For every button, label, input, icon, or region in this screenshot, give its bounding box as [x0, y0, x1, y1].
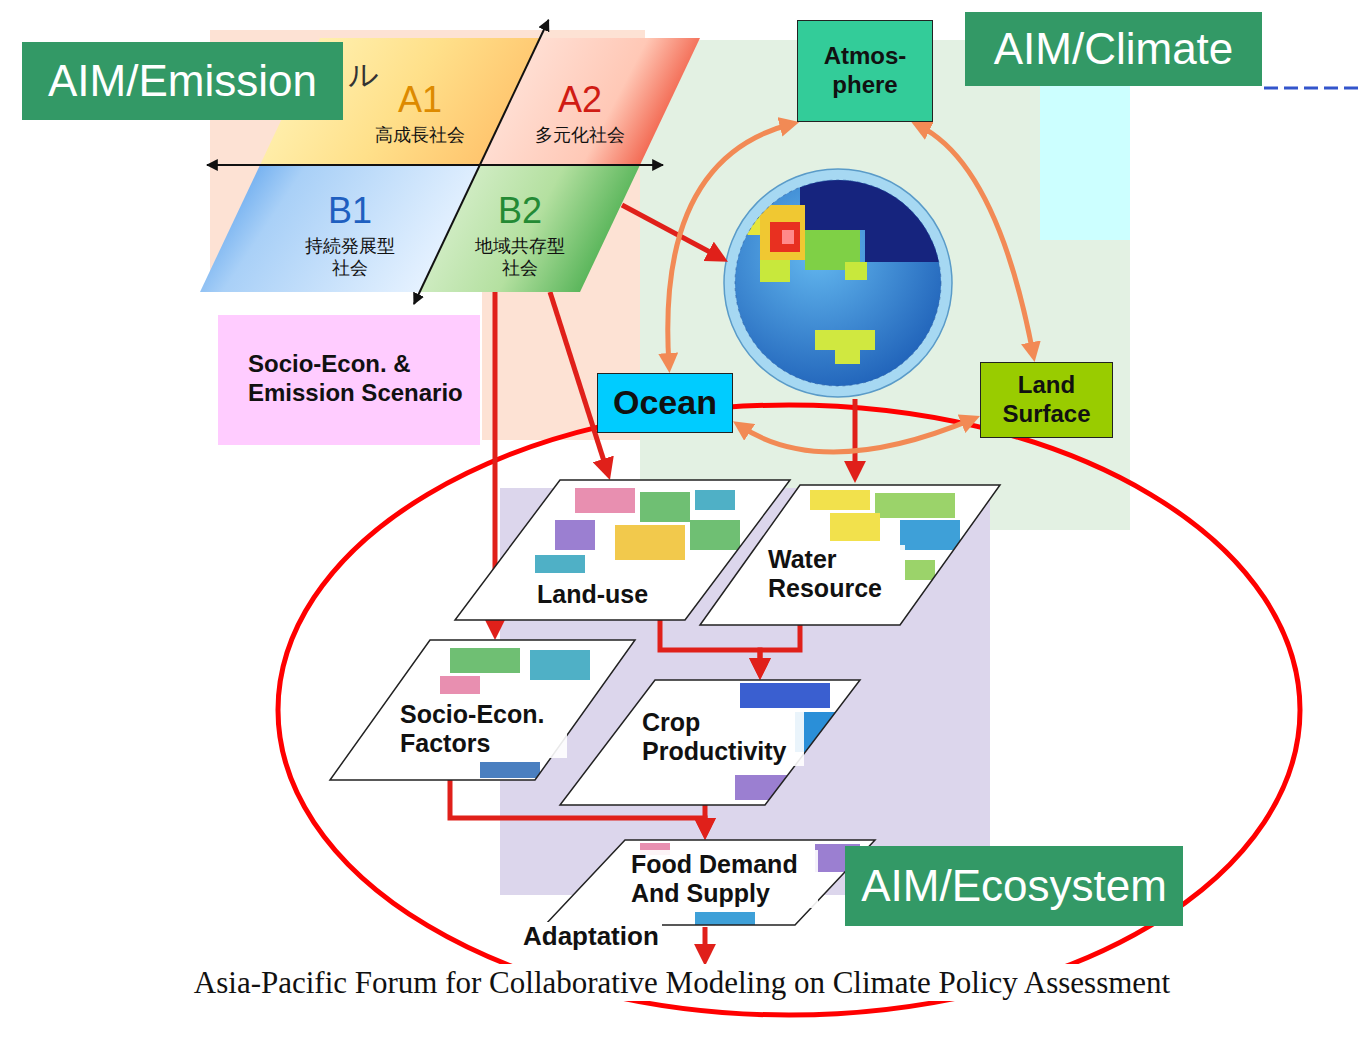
sheet-outline [700, 485, 1000, 625]
globe-cell [815, 330, 875, 350]
globe-cell [782, 230, 794, 244]
globe-cell [835, 350, 860, 364]
globe-land [738, 175, 945, 364]
feedback-arrow [740, 419, 973, 452]
sheet-label: Crop Productivity [640, 708, 804, 766]
scenario-quadrant: B2地域共存型 社会 [420, 165, 640, 292]
climate-to-water-arrow [853, 399, 858, 475]
model-tag: AIM/Emission [22, 42, 343, 120]
map-patch [695, 912, 755, 925]
map-patch [575, 488, 635, 513]
feedback-arrow [919, 126, 1034, 355]
model-tag: AIM/Ecosystem [845, 846, 1183, 926]
dashed-rule [1264, 87, 1364, 90]
flow-arrow [660, 620, 760, 672]
sheet-outline [560, 680, 860, 805]
quadrant-fill [480, 38, 700, 165]
feedback-arrow [668, 124, 792, 365]
map-patch [480, 762, 540, 778]
box-label: Socio-Econ. & Emission Scenario [248, 350, 470, 408]
model-tag: AIM/Climate [965, 12, 1262, 86]
sheet-label: Food Demand And Supply [629, 850, 818, 908]
globe-cell [760, 260, 790, 282]
label-holder: Adaptation [520, 922, 662, 952]
sheet-fill [700, 485, 1000, 625]
map-patch [900, 520, 960, 550]
map-patch [695, 490, 735, 510]
ecosystem-boundary [278, 405, 1300, 1015]
model-name: AIM/Emission [48, 56, 317, 107]
globe-cell [800, 175, 945, 230]
label-holder: ル [348, 58, 379, 93]
map-patch [875, 493, 955, 518]
scenario-name: 持続発展型 社会 [300, 235, 400, 280]
model-name: AIM/Ecosystem [861, 861, 1167, 912]
map-patch [810, 490, 870, 510]
climate-panel-accent [1040, 80, 1130, 240]
map-patch [450, 648, 520, 673]
map-patch [555, 520, 595, 550]
globe-cell [865, 230, 945, 262]
axis-line [414, 20, 549, 304]
map-patch [535, 555, 585, 573]
caption-holder: Asia-Pacific Forum for Collaborative Mod… [0, 964, 1364, 1001]
map-patch [440, 676, 480, 694]
component-name: Land Surface [991, 371, 1103, 429]
globe-cell [760, 205, 805, 260]
globe-atmosphere [724, 169, 952, 397]
map-sheet: Water Resource [700, 485, 1000, 625]
scenario-name: 多元化社会 [530, 124, 630, 147]
component-name: Atmos- phere [813, 42, 917, 100]
map-patch [830, 513, 880, 541]
flow-arrow [760, 625, 800, 672]
sheet-label: Water Resource [766, 545, 905, 603]
globe-cell [770, 222, 800, 252]
scenario-quadrant: A2 多元化社会 [480, 38, 700, 165]
globe-cell [738, 190, 760, 235]
map-patch [690, 520, 740, 550]
model-name: AIM/Climate [994, 24, 1234, 75]
climate-component: Land Surface [980, 362, 1113, 438]
map-sheet: Food Demand And Supply [545, 840, 875, 925]
sheet-fill [545, 840, 875, 925]
map-patch [905, 560, 935, 580]
map-patch [805, 758, 827, 776]
map-patch [740, 683, 830, 708]
map-patch [735, 775, 795, 800]
title-fragment: ル [348, 58, 379, 93]
climate-component: Atmos- phere [797, 20, 933, 122]
scenario-code: B2 [470, 191, 570, 231]
scenario-box: Socio-Econ. & Emission Scenario [218, 315, 480, 445]
scenario-code: A1 [370, 80, 470, 120]
sheet-fill [560, 680, 860, 805]
globe-cell [845, 262, 867, 280]
globe-grid [735, 180, 941, 386]
food-to-adaptation-arrow [703, 927, 708, 958]
map-patch [530, 650, 590, 680]
map-patch [615, 525, 685, 560]
flow-arrow [703, 805, 708, 832]
sheet-outline [330, 640, 635, 780]
map-pattern [535, 488, 740, 573]
scenario-name: 高成長社会 [370, 124, 470, 147]
map-sheet: Crop Productivity [560, 680, 860, 805]
climate-component: Ocean [597, 373, 733, 433]
scenario-to-climate-arrow [622, 205, 721, 258]
scenario-code: A2 [530, 80, 630, 120]
sheet-label: Land-use [535, 580, 650, 609]
axis-line [207, 164, 663, 166]
outcome-label: Adaptation [520, 922, 662, 952]
component-name: Ocean [613, 384, 717, 421]
scenario-name: 地域共存型 社会 [470, 235, 570, 280]
scenario-code: B1 [300, 191, 400, 231]
map-sheet: Socio-Econ. Factors [330, 640, 635, 780]
sheet-outline [545, 840, 875, 925]
sheet-fill [330, 640, 635, 780]
quadrant-fill [420, 165, 640, 292]
sheet-label: Socio-Econ. Factors [398, 700, 567, 758]
map-patch [640, 492, 690, 522]
caption-text: Asia-Pacific Forum for Collaborative Mod… [190, 964, 1174, 1001]
